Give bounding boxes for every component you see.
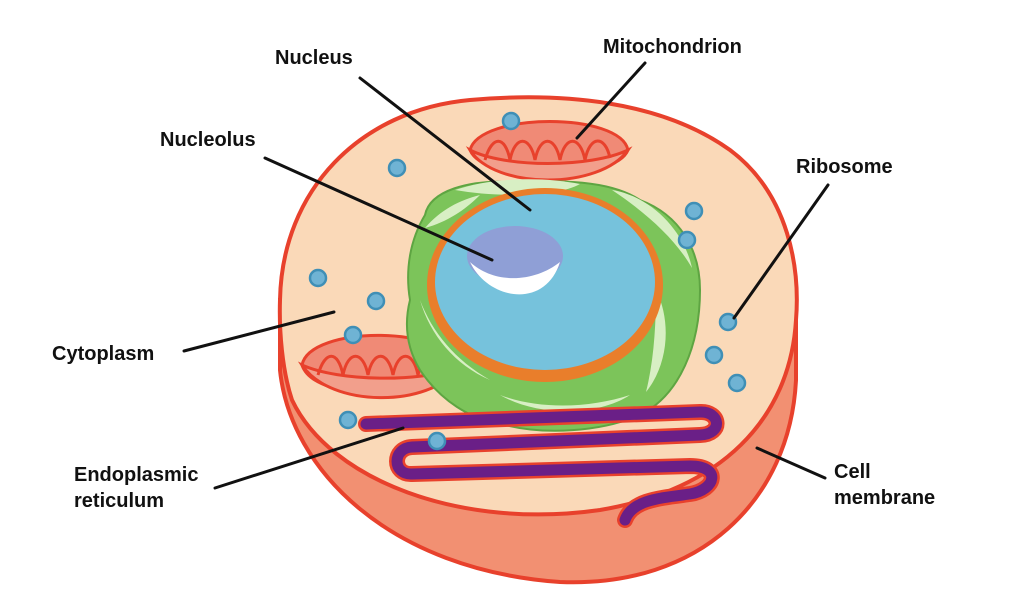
label-cytoplasm: Cytoplasm — [52, 343, 154, 365]
ribosome — [308, 268, 328, 288]
nucleolus — [467, 226, 563, 286]
labels: Nucleus Mitochondrion Nucleolus Ribosome… — [52, 36, 935, 512]
ribosome — [338, 410, 358, 430]
leader-mitochondrion — [575, 61, 647, 140]
mitochondrion-top — [465, 120, 633, 182]
leader-membrane — [755, 446, 827, 480]
ribosome — [343, 325, 363, 345]
ribosomes — [308, 111, 747, 451]
ribosome — [727, 373, 747, 393]
label-nucleus: Nucleus — [275, 47, 353, 69]
leader-ribosome — [732, 183, 830, 320]
ribosome — [677, 230, 697, 250]
label-er-line2: reticulum — [74, 490, 164, 512]
leader-lines — [182, 61, 830, 490]
ribosome — [718, 312, 738, 332]
nucleolus-highlight — [470, 262, 560, 295]
label-ribosome: Ribosome — [796, 156, 893, 178]
smooth-er — [358, 404, 725, 528]
label-mitochondrion: Mitochondrion — [603, 36, 742, 58]
ribosome — [387, 158, 407, 178]
nucleus — [427, 188, 663, 382]
ribosome — [427, 431, 447, 451]
label-membrane-line1: Cell — [834, 461, 871, 483]
leader-cytoplasm — [182, 310, 336, 353]
ribosome — [684, 201, 704, 221]
leader-nucleus — [358, 76, 532, 212]
label-membrane-line2: membrane — [834, 487, 935, 509]
label-er-line1: Endoplasmic — [74, 464, 198, 486]
ribosome — [501, 111, 521, 131]
leader-nucleolus — [263, 156, 494, 262]
label-nucleolus: Nucleolus — [160, 129, 256, 151]
ribosome — [366, 291, 386, 311]
ribosome — [704, 345, 724, 365]
leader-er — [213, 426, 405, 490]
